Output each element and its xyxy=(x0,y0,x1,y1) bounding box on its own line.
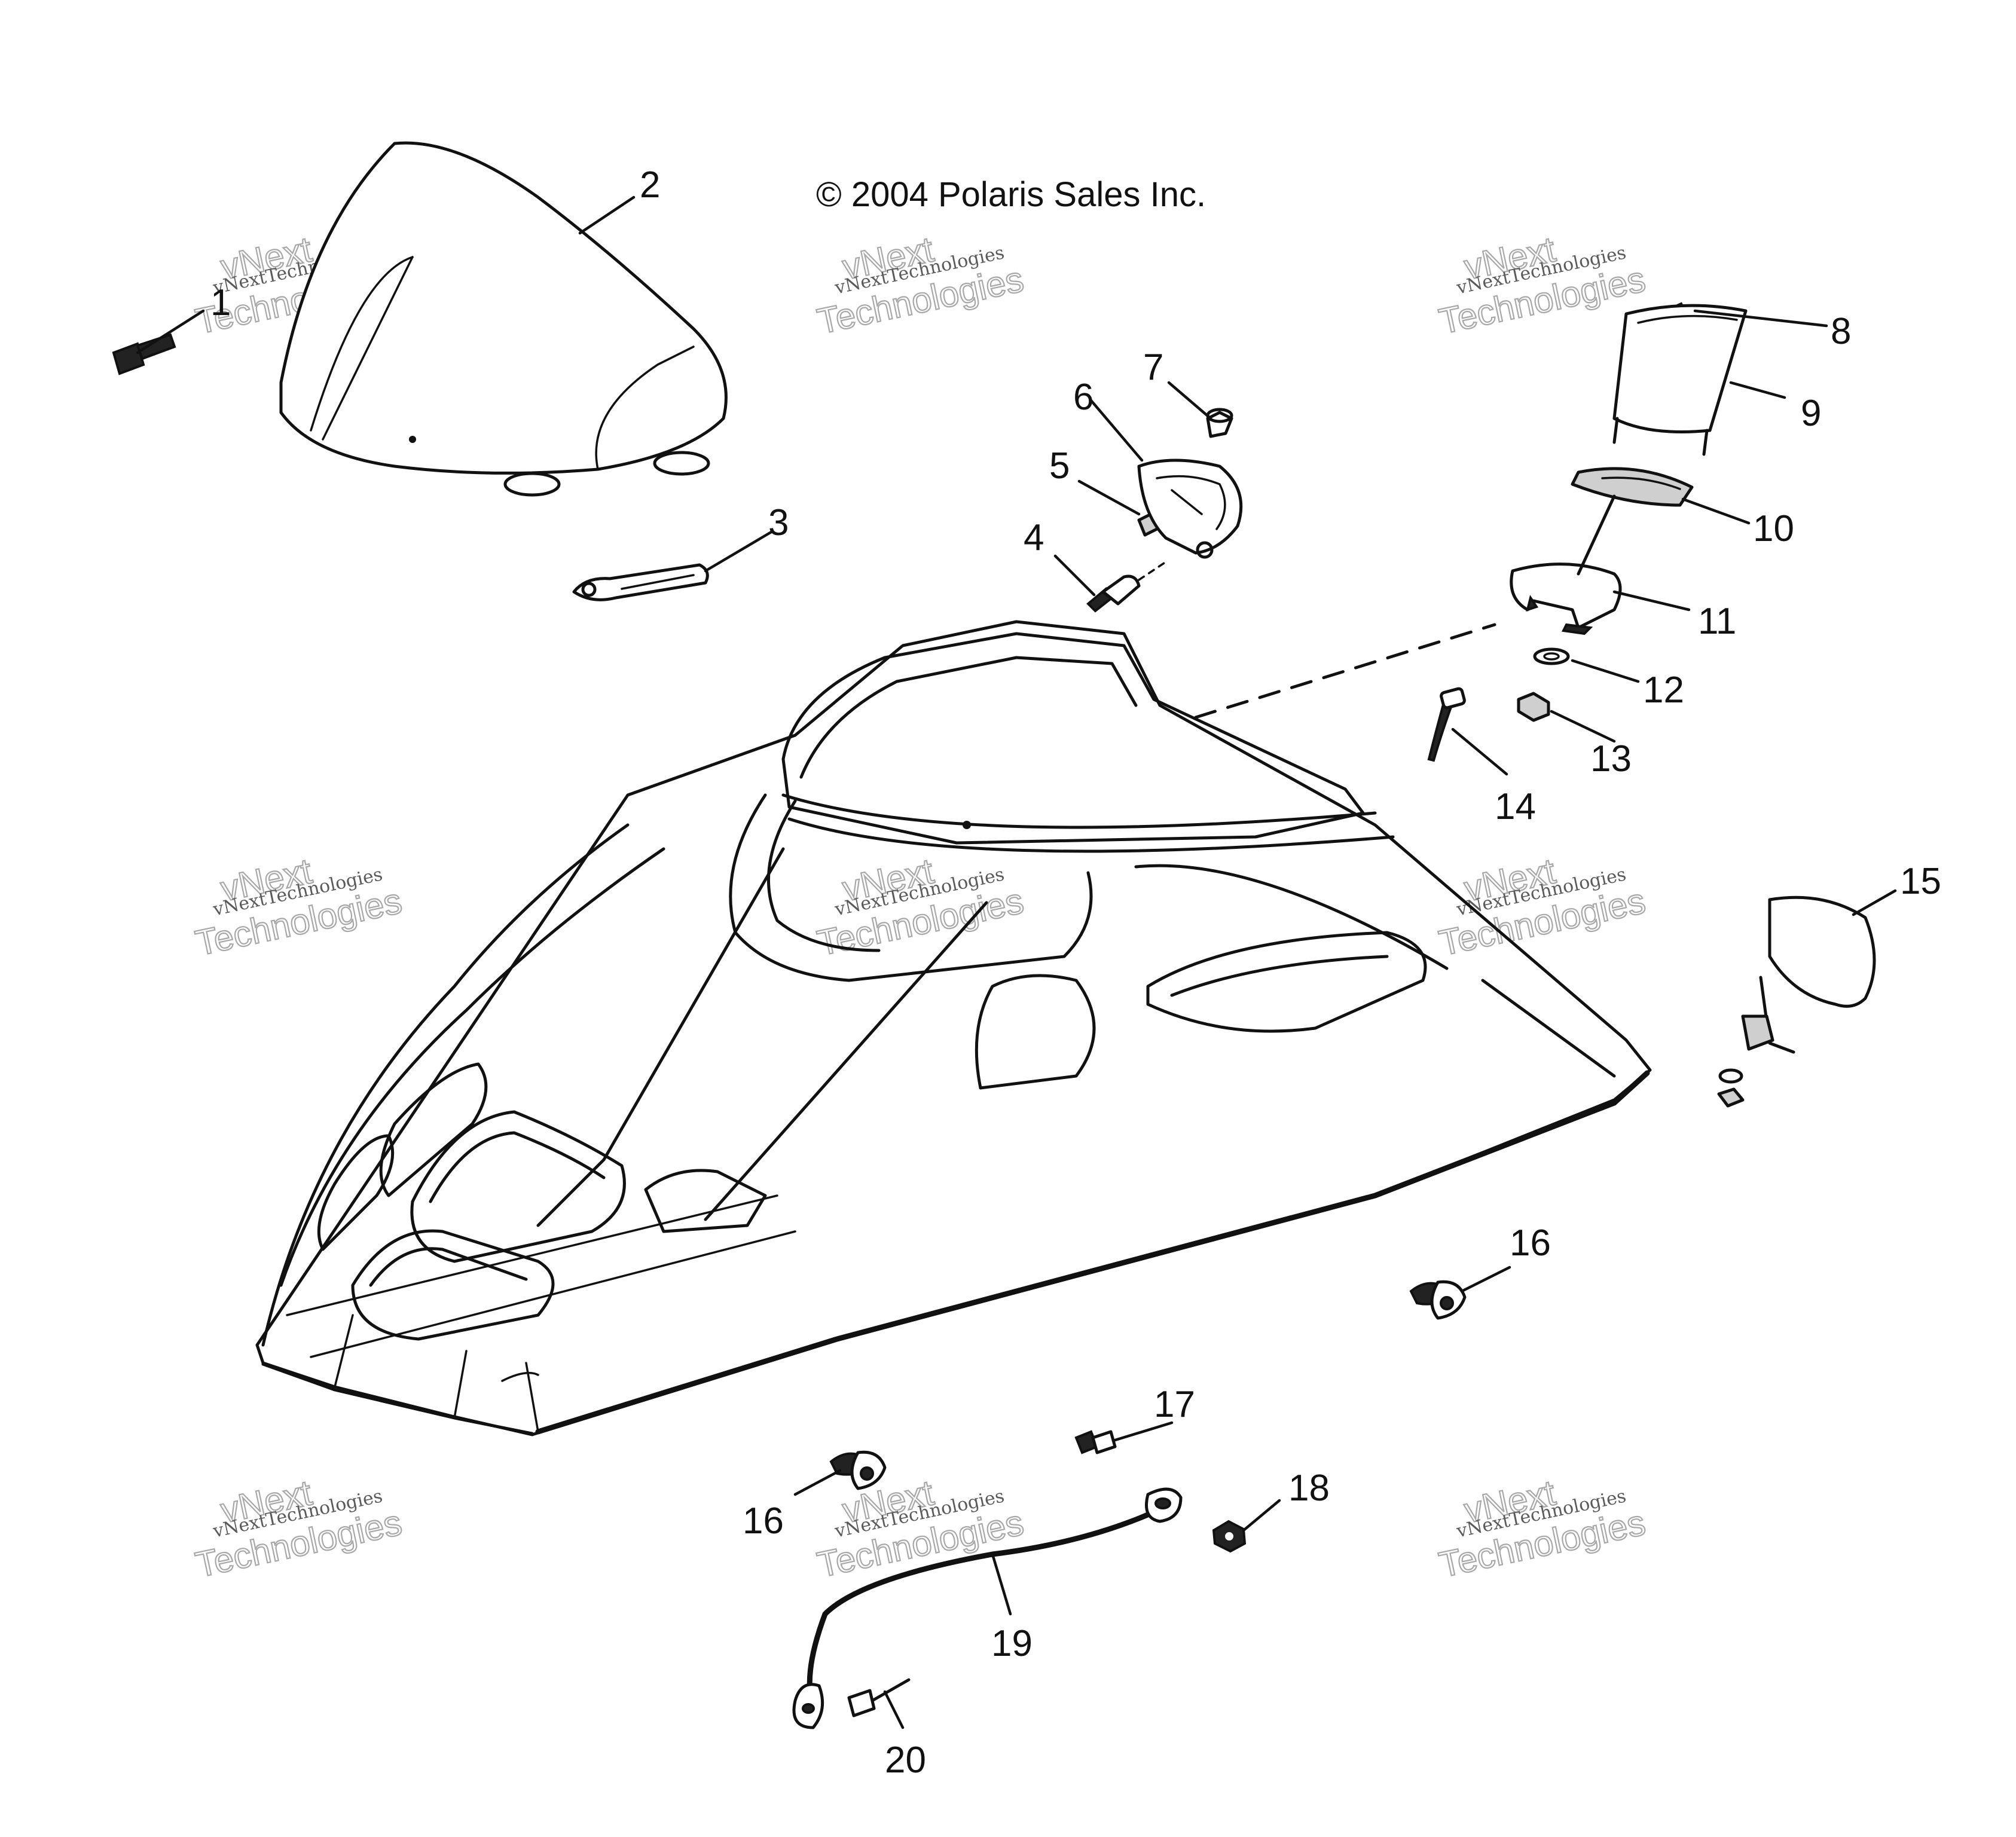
callout-15: 15 xyxy=(1900,861,1941,902)
windshield-tab xyxy=(653,451,710,476)
windshield-tab xyxy=(503,472,561,497)
washer-part-12 xyxy=(1533,647,1570,665)
callout-7: 7 xyxy=(1143,347,1163,388)
callout-2: 2 xyxy=(640,164,660,206)
callout-9: 9 xyxy=(1801,393,1821,434)
mount-hole xyxy=(963,821,971,829)
callout-labels: 1 2 3 4 5 6 7 8 9 10 11 12 13 14 15 16 1… xyxy=(210,164,1941,1781)
nut-part-18 xyxy=(1212,1520,1247,1553)
windshield-part xyxy=(279,141,728,497)
copyright-text: © 2004 Polaris Sales Inc. xyxy=(816,175,1206,214)
tether-part-19 xyxy=(792,1487,1183,1729)
bezel-part-11 xyxy=(1510,563,1622,635)
callout-6: 6 xyxy=(1073,377,1093,418)
bracket-part-3 xyxy=(572,563,709,601)
screw-part-1 xyxy=(112,333,176,375)
leader-lines xyxy=(136,195,1897,1729)
callout-3: 3 xyxy=(768,502,789,543)
assembly-line xyxy=(1577,494,1616,576)
nut-part-13 xyxy=(1517,692,1550,722)
clamp-part-16-left xyxy=(829,1450,887,1490)
gauge-housing-part-6 xyxy=(1137,459,1243,559)
callout-18: 18 xyxy=(1288,1468,1330,1509)
rivet-part-20 xyxy=(847,1678,911,1717)
callout-5: 5 xyxy=(1049,445,1070,487)
hood-body xyxy=(255,620,1652,1436)
callout-4: 4 xyxy=(1024,517,1044,558)
callout-14: 14 xyxy=(1495,786,1536,827)
callout-17: 17 xyxy=(1154,1384,1195,1425)
cable-tie-part-14 xyxy=(1427,687,1466,762)
callout-11: 11 xyxy=(1698,601,1736,642)
lens-part-10 xyxy=(1571,467,1694,507)
callout-8: 8 xyxy=(1831,311,1851,352)
visor-part-9 xyxy=(1612,304,1748,456)
assembly-line xyxy=(1194,623,1496,719)
mirror-part-15 xyxy=(1717,895,1876,1108)
callout-16-left: 16 xyxy=(743,1500,784,1542)
callout-19: 19 xyxy=(991,1623,1033,1664)
callout-1: 1 xyxy=(210,282,231,323)
connector-part-4 xyxy=(1086,561,1167,613)
callout-16-right: 16 xyxy=(1510,1222,1551,1264)
callout-12: 12 xyxy=(1643,670,1684,711)
bolt-part-17 xyxy=(1074,1430,1117,1454)
callout-10: 10 xyxy=(1753,508,1794,549)
pin-part-7 xyxy=(1206,408,1233,438)
clamp-part-16-right xyxy=(1409,1280,1467,1320)
callout-20: 20 xyxy=(885,1740,926,1781)
callout-13: 13 xyxy=(1590,738,1632,780)
